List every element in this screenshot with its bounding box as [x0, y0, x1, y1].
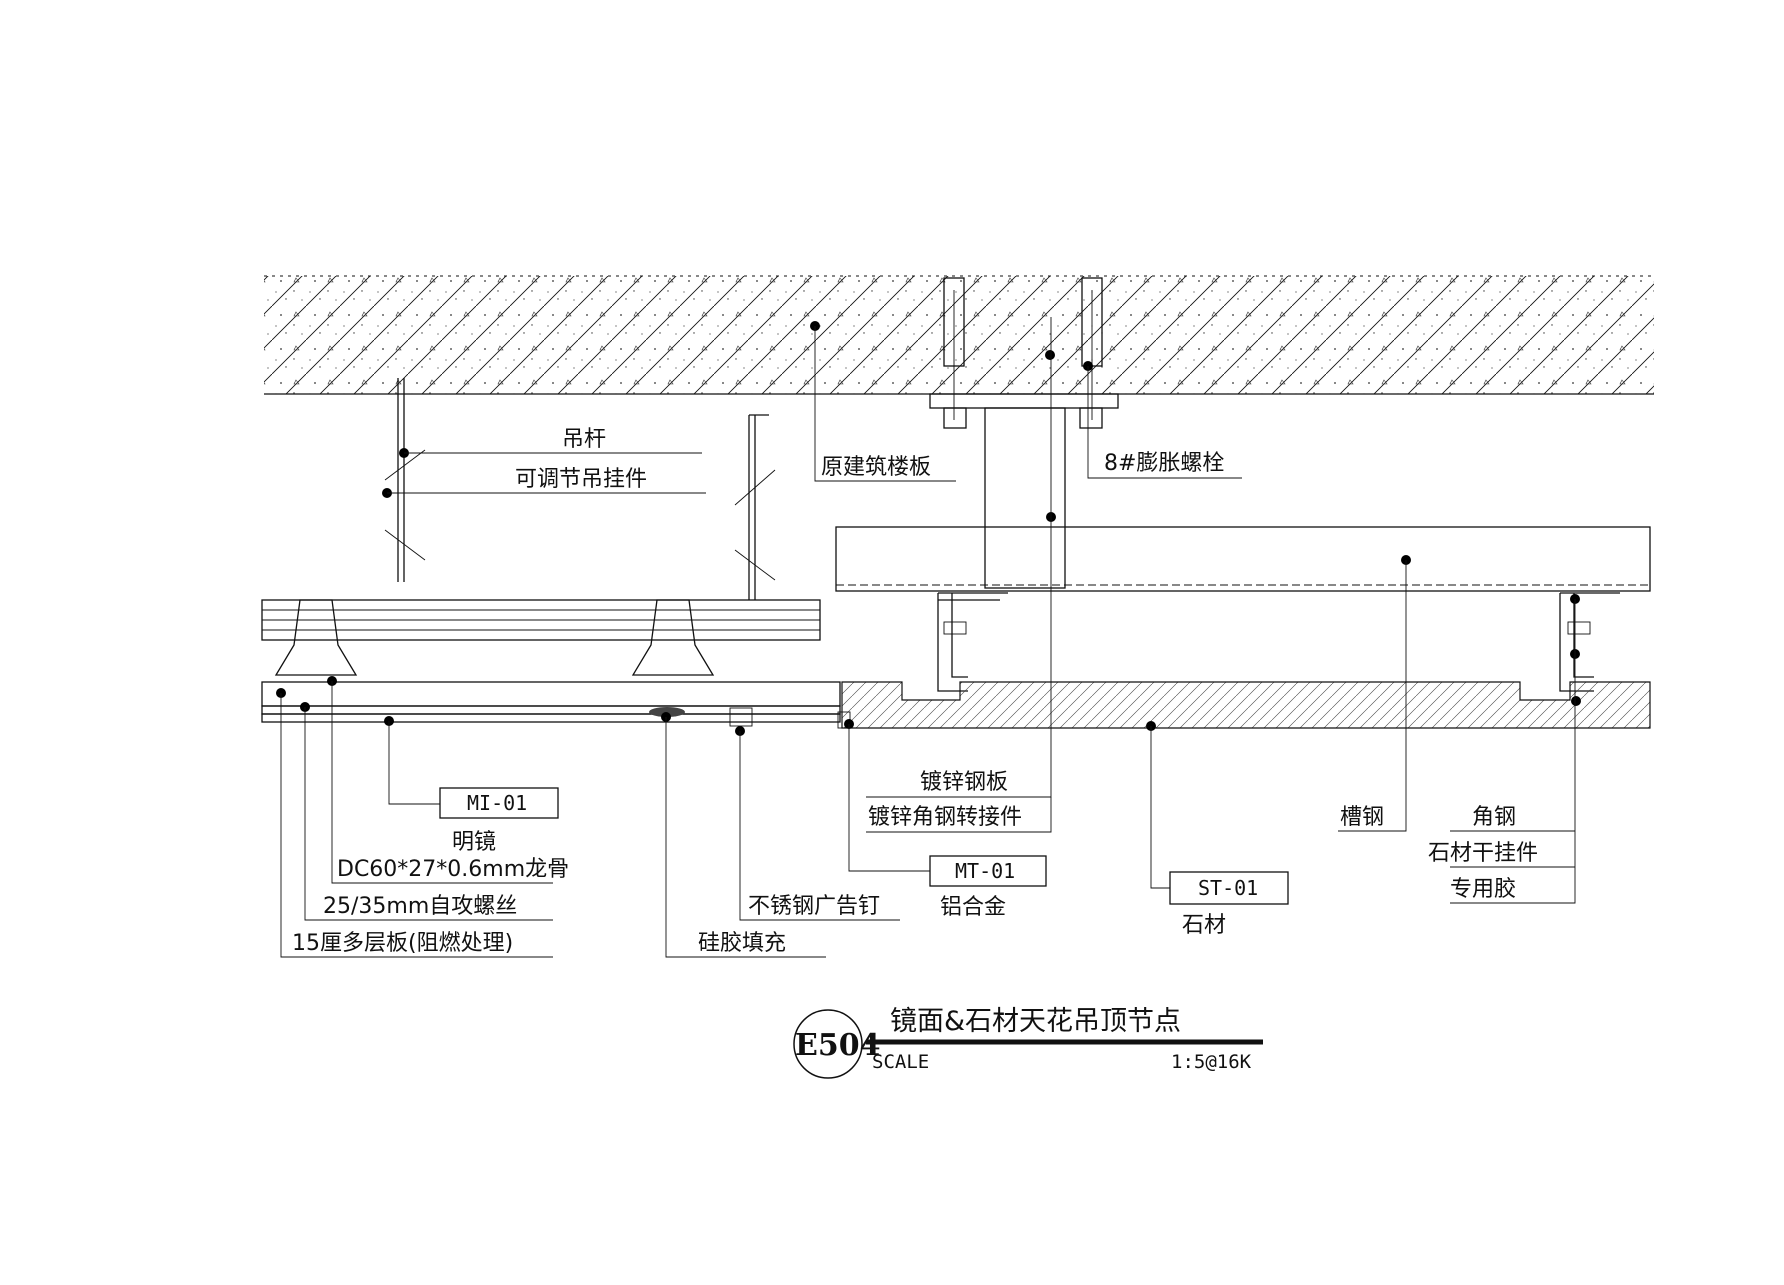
label-mt-code: MT-01 [955, 859, 1015, 883]
stone-panel [841, 681, 1651, 729]
label-adjustable-hanger: 可调节吊挂件 [515, 467, 647, 492]
label-silicone-fill: 硅胶填充 [698, 931, 786, 956]
label-screw: 25/35mm自攻螺丝 [323, 894, 517, 919]
label-hanger-rod: 吊杆 [562, 427, 606, 452]
label-galv-plate: 镀锌钢板 [920, 770, 1008, 795]
hanger-rods [384, 378, 776, 600]
keel-runners [261, 599, 821, 676]
title-text: 镜面&石材天花吊顶节点 [890, 1006, 1181, 1037]
label-floor-slab: 原建筑楼板 [821, 455, 931, 480]
label-keel: DC60*27*0.6mm龙骨 [337, 857, 569, 882]
label-expansion-bolt: 8#膨胀螺栓 [1104, 451, 1224, 476]
leader-lines [280, 317, 1576, 958]
code-boxes [439, 787, 1289, 905]
label-plywood: 15厘多层板(阻燃处理) [292, 931, 513, 956]
angle-brackets [937, 592, 1620, 692]
concrete-slab [264, 275, 1654, 395]
scale-value: 1:5@16K [1171, 1051, 1252, 1073]
scale-label: SCALE [872, 1051, 929, 1073]
label-galv-angle-adapter: 镀锌角钢转接件 [868, 805, 1022, 830]
label-st-code: ST-01 [1198, 876, 1258, 900]
title-block: E504 镜面&石材天花吊顶节点 SCALE 1:5@16K [793, 1006, 1263, 1079]
label-angle-steel: 角钢 [1472, 805, 1516, 830]
label-st-name: 石材 [1182, 913, 1226, 938]
label-mt-name: 铝合金 [940, 895, 1006, 920]
plywood-mirror-layers [261, 681, 851, 729]
label-ss-nail: 不锈钢广告钉 [748, 894, 880, 919]
channel-steel-beam [835, 526, 1651, 592]
label-channel-steel: 槽钢 [1340, 805, 1384, 830]
expansion-anchors [929, 277, 1119, 429]
label-mi-name: 明镜 [452, 830, 496, 855]
label-mi-code: MI-01 [467, 791, 527, 815]
title-tag: E504 [795, 1028, 881, 1063]
steel-post [984, 407, 1066, 589]
label-stone-hanger: 石材干挂件 [1428, 841, 1538, 866]
label-special-glue: 专用胶 [1450, 877, 1516, 902]
